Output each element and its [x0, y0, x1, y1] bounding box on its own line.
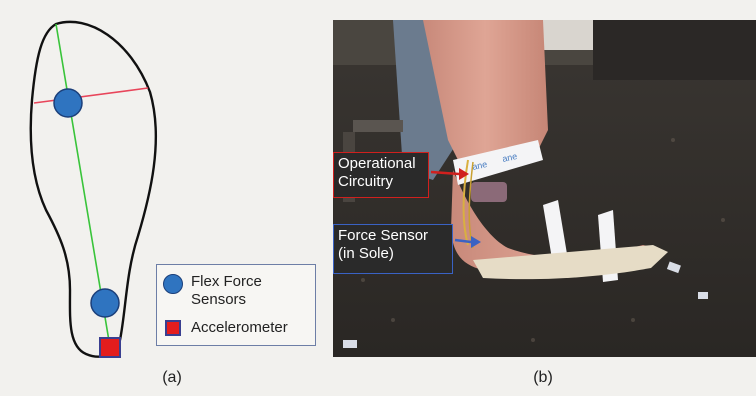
legend-label: Accelerometer	[191, 319, 288, 336]
flex-force-sensor-forefoot	[53, 88, 83, 118]
legend-item-accelerometer: Accelerometer	[163, 319, 288, 337]
panel-a-insole-diagram: Flex Force Sensors Accelerometer	[0, 0, 330, 391]
legend-circle-symbol	[163, 274, 183, 294]
svg-text:ane: ane	[471, 159, 488, 172]
accelerometer-marker	[99, 337, 121, 358]
callout-operational-circuitry: Operational Circuitry	[333, 152, 429, 198]
insole-outline	[29, 20, 158, 358]
legend-item-flex-force-sensors: Flex Force Sensors	[163, 273, 262, 309]
insole-diagram	[29, 20, 158, 358]
legend-label: Flex Force Sensors	[191, 273, 262, 308]
legend: Flex Force Sensors Accelerometer	[156, 264, 316, 346]
caption-b: (b)	[533, 369, 553, 386]
callout-force-sensor: Force Sensor (in Sole)	[333, 224, 453, 274]
flex-force-sensor-heel	[90, 288, 120, 318]
legend-square-symbol	[165, 320, 181, 336]
insole-cross-axis	[33, 87, 149, 104]
svg-text:ane: ane	[501, 151, 518, 164]
caption-a: (a)	[162, 369, 182, 386]
